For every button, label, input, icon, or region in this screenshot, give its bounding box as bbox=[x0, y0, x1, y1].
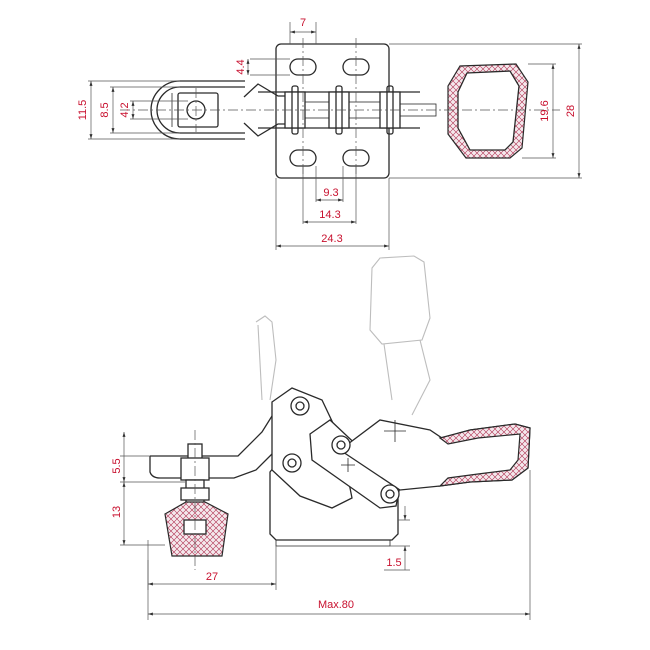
side-view: 5.5 13 27 1.5 Max.80 bbox=[111, 255, 531, 620]
handle-side bbox=[338, 419, 531, 491]
dim-eye-mid: 8.5 bbox=[99, 102, 111, 117]
dim-spindle-offset: 5.5 bbox=[111, 458, 123, 473]
dim-eye-outer: 11.5 bbox=[77, 100, 89, 121]
dim-spindle-reach: 27 bbox=[206, 571, 218, 583]
dim-inner-bolt-span: 9.3 bbox=[323, 187, 338, 199]
pivot-pins bbox=[282, 396, 400, 504]
dim-base-width: 24.3 bbox=[321, 233, 342, 245]
open-position-ghost bbox=[255, 255, 431, 416]
dim-spindle-height: 13 bbox=[111, 506, 123, 518]
dim-slot-pitch-top: 7 bbox=[300, 17, 306, 29]
dim-overall-length: Max.80 bbox=[318, 599, 354, 611]
spindle bbox=[164, 443, 229, 557]
dim-eye-inner: 4.2 bbox=[119, 102, 131, 117]
dim-slot-offset: 4.4 bbox=[235, 59, 247, 74]
dim-handle-grip: 19.6 bbox=[539, 100, 551, 121]
top-view: 7 4.4 11.5 8.5 4.2 9.3 14.3 24.3 19.6 28 bbox=[77, 17, 582, 250]
arm bbox=[243, 83, 285, 137]
handle-top bbox=[447, 63, 529, 159]
dim-mid-bolt-span: 14.3 bbox=[319, 209, 340, 221]
dim-overall-height: 28 bbox=[565, 105, 577, 117]
dim-base-step: 1.5 bbox=[386, 557, 401, 569]
